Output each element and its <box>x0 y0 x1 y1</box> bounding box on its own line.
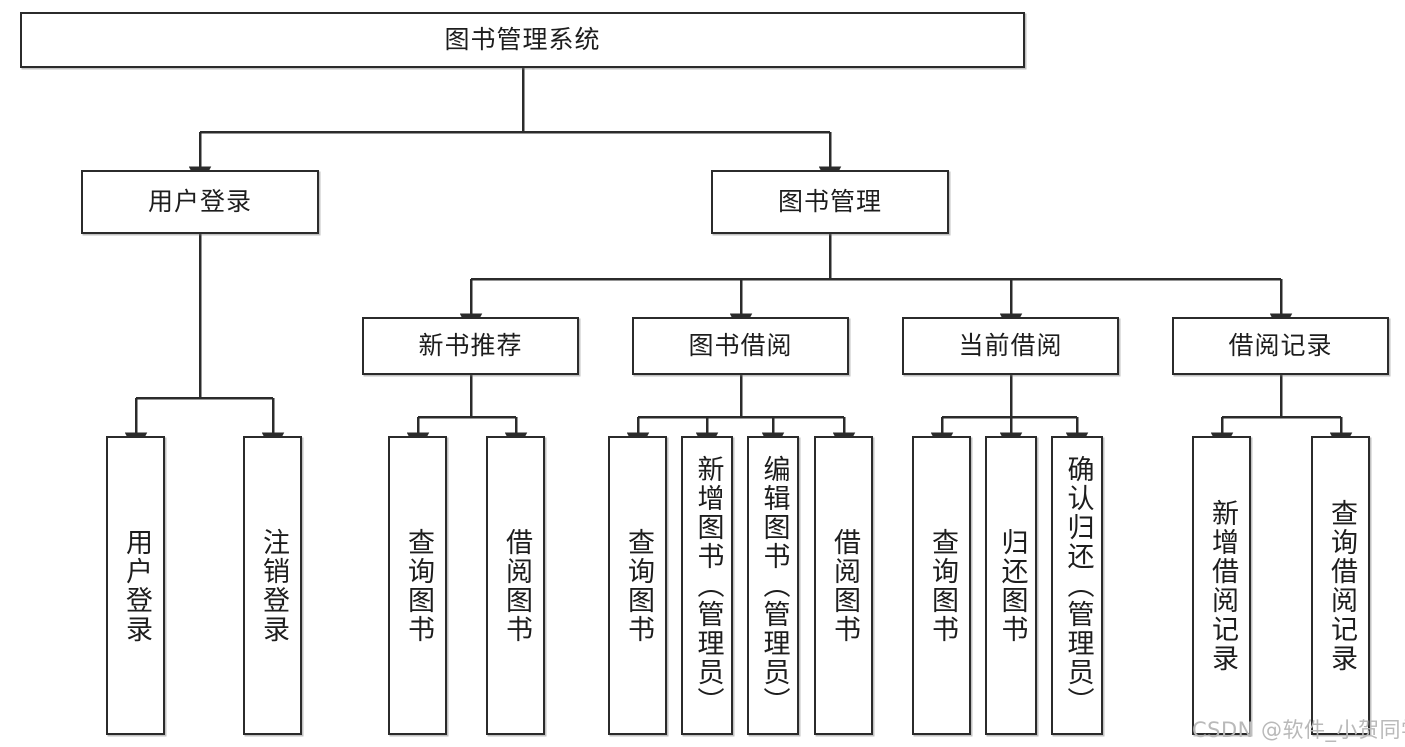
node-leaf-query-record[interactable]: 查询借阅记录 <box>1311 436 1370 735</box>
node-label: 注销登录 <box>257 527 289 644</box>
node-leaf-edit-book[interactable]: 编辑图书（管理员） <box>747 436 799 735</box>
node-leaf-query-book-3[interactable]: 查询图书 <box>912 436 971 735</box>
node-current-borrow[interactable]: 当前借阅 <box>902 317 1119 375</box>
node-label: 新书推荐 <box>418 331 523 360</box>
node-user-login[interactable]: 用户登录 <box>81 170 319 234</box>
node-label: 用户登录 <box>147 187 252 216</box>
node-label: 图书管理系统 <box>444 25 601 54</box>
node-leaf-borrow-book-2[interactable]: 借阅图书 <box>814 436 873 735</box>
node-label: 图书管理 <box>777 187 882 216</box>
node-leaf-borrow-book-1[interactable]: 借阅图书 <box>486 436 545 735</box>
node-leaf-user-login[interactable]: 用户登录 <box>106 436 165 735</box>
node-label: 用户登录 <box>120 527 152 644</box>
connector-lines <box>124 68 1353 454</box>
node-leaf-return-book[interactable]: 归还图书 <box>985 436 1037 735</box>
node-leaf-logout[interactable]: 注销登录 <box>243 436 302 735</box>
node-label: 借阅记录 <box>1228 331 1333 360</box>
node-label: 当前借阅 <box>958 331 1063 360</box>
node-leaf-query-book-1[interactable]: 查询图书 <box>388 436 447 735</box>
node-label: 查询图书 <box>402 527 434 644</box>
node-book-manage[interactable]: 图书管理 <box>711 170 949 234</box>
node-label: 新增图书（管理员） <box>692 455 724 716</box>
node-book-borrow[interactable]: 图书借阅 <box>632 317 849 375</box>
node-label: 新增借阅记录 <box>1206 498 1238 673</box>
node-leaf-add-book[interactable]: 新增图书（管理员） <box>681 436 733 735</box>
node-label: 归还图书 <box>996 527 1028 644</box>
node-leaf-query-book-2[interactable]: 查询图书 <box>608 436 667 735</box>
node-label: 借阅图书 <box>500 527 532 644</box>
node-new-book-rec[interactable]: 新书推荐 <box>362 317 579 375</box>
node-root[interactable]: 图书管理系统 <box>20 12 1025 68</box>
node-borrow-record[interactable]: 借阅记录 <box>1172 317 1389 375</box>
csdn-watermark: CSDN @软件_小贺同学 <box>1192 718 1405 742</box>
node-label: 查询图书 <box>926 527 958 644</box>
node-label: 编辑图书（管理员） <box>758 455 790 716</box>
node-label: 确认归还（管理员） <box>1062 455 1094 716</box>
node-label: 查询借阅记录 <box>1325 498 1357 673</box>
node-label: 查询图书 <box>622 527 654 644</box>
node-label: 图书借阅 <box>688 331 793 360</box>
node-leaf-confirm-return[interactable]: 确认归还（管理员） <box>1051 436 1103 735</box>
node-leaf-add-record[interactable]: 新增借阅记录 <box>1192 436 1251 735</box>
node-label: 借阅图书 <box>828 527 860 644</box>
